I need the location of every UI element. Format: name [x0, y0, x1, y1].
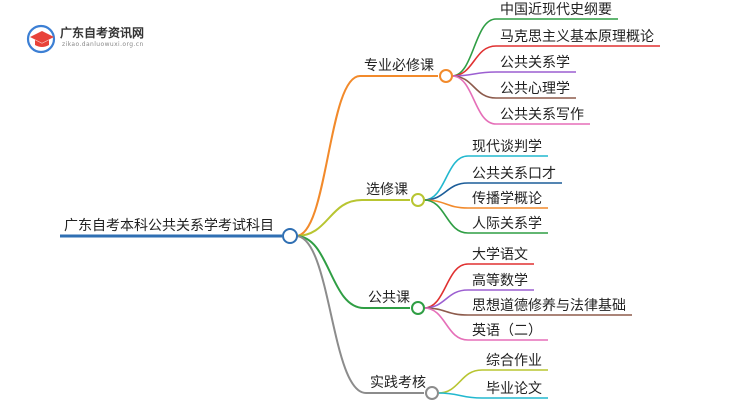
leaf-label: 传播学概论 — [472, 191, 542, 207]
branch-junction-circle — [411, 193, 425, 207]
leaf-label: 人际关系学 — [472, 216, 542, 232]
leaf-connector — [423, 182, 469, 201]
branch-connector — [295, 235, 367, 394]
leaf-label: 综合作业 — [486, 353, 542, 369]
leaf-connector — [437, 369, 483, 394]
branch-junction-circle — [425, 386, 439, 400]
logo-url: zikao.danluowuxi.org.cn — [62, 41, 144, 48]
leaf-label: 公共关系学 — [500, 55, 570, 71]
leaf-label: 毕业论文 — [486, 381, 542, 397]
leaf-connector — [423, 155, 469, 201]
branch-connector — [295, 235, 365, 309]
leaf-label: 高等数学 — [472, 272, 528, 289]
branch-junction-circle — [439, 69, 453, 83]
branch-label: 公共课 — [368, 290, 410, 306]
graduation-cap-icon — [26, 24, 56, 54]
branch-junction-circle — [411, 301, 425, 315]
leaf-label: 现代谈判学 — [472, 139, 542, 155]
branch-connector — [295, 75, 361, 237]
leaf-connector — [451, 18, 497, 77]
leaf-connector — [423, 263, 469, 309]
leaf-connector — [451, 75, 497, 99]
leaf-connector — [437, 392, 483, 399]
leaf-label: 马克思主义基本原理概论 — [500, 28, 654, 45]
leaf-label: 公共关系写作 — [500, 107, 584, 123]
leaf-label: 公共心理学 — [500, 81, 570, 97]
leaf-label: 思想道德修养与法律基础 — [472, 297, 626, 314]
branch-label: 实践考核 — [370, 375, 426, 391]
logo-title: 广东自考资讯网 — [60, 26, 145, 40]
branch-connector — [295, 199, 363, 237]
leaf-label: 大学语文 — [472, 247, 528, 263]
leaf-label: 中国近现代史纲要 — [500, 2, 612, 18]
leaf-connector — [451, 75, 497, 125]
leaf-label: 公共关系口才 — [472, 166, 556, 182]
leaf-connector — [423, 307, 469, 341]
root-junction-circle — [282, 228, 298, 244]
leaf-connector — [423, 199, 469, 234]
branch-label: 专业必修课 — [364, 58, 434, 74]
site-logo: 广东自考资讯网 zikao.danluowuxi.org.cn — [26, 24, 196, 54]
leaf-label: 英语（二） — [472, 322, 542, 339]
root-label: 广东自考本科公共关系学考试科目 — [64, 218, 274, 234]
branch-label: 选修课 — [366, 182, 408, 198]
leaf-connector — [423, 289, 469, 309]
